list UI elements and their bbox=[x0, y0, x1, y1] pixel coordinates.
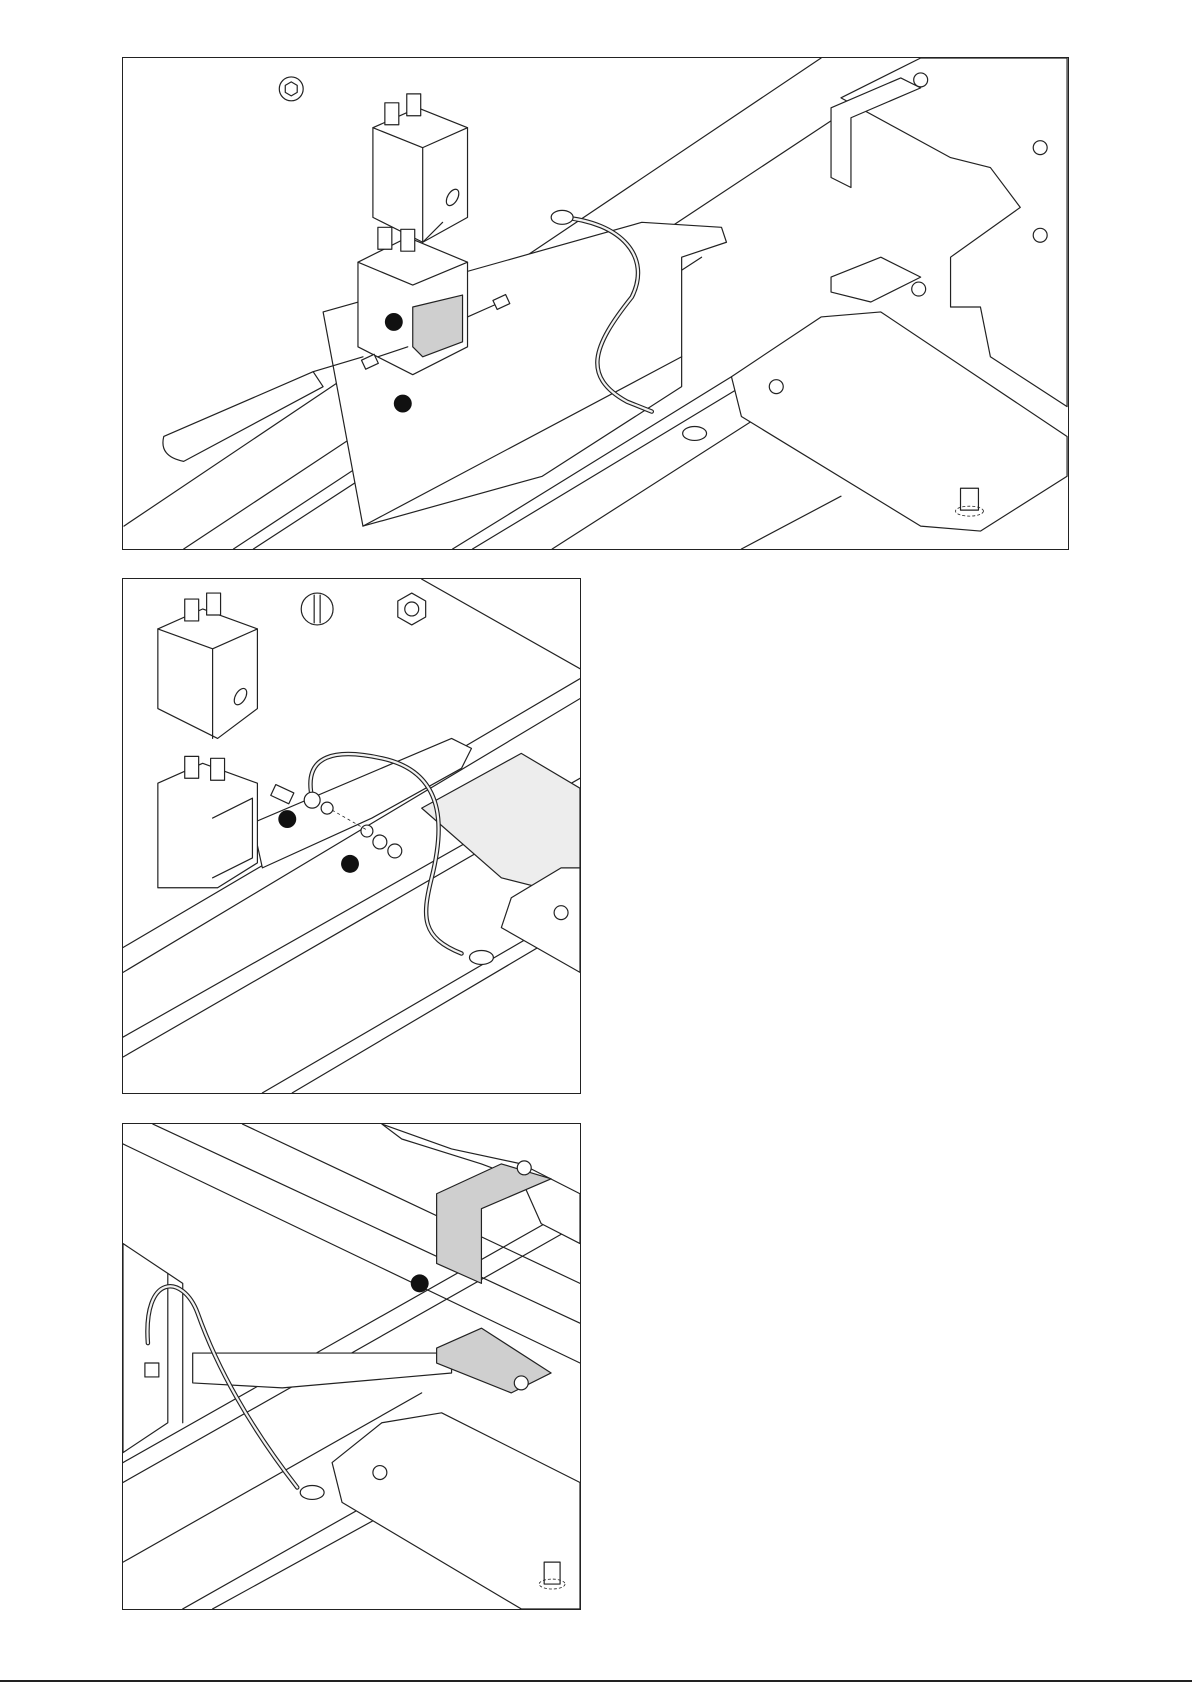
figure-step-1 bbox=[122, 57, 1069, 550]
housing-edge bbox=[168, 1273, 183, 1422]
figure-step-3 bbox=[122, 1123, 581, 1610]
terminal-post bbox=[207, 593, 221, 615]
plate-nut bbox=[373, 1466, 387, 1480]
cable-lug bbox=[300, 1485, 324, 1499]
plate-nut bbox=[554, 906, 568, 920]
frame-edge bbox=[242, 1124, 580, 1283]
step-1-illustration bbox=[123, 58, 1068, 549]
bracket-screw bbox=[514, 1376, 528, 1390]
lower-bracket bbox=[831, 257, 921, 302]
slot-screwdriver-icon bbox=[301, 593, 333, 625]
rail-edge bbox=[741, 496, 841, 549]
connector-block-lower bbox=[158, 763, 258, 887]
terminal-post bbox=[211, 758, 225, 780]
terminal-post bbox=[185, 756, 199, 778]
step-marker bbox=[341, 855, 359, 873]
step-marker bbox=[411, 1274, 429, 1292]
bracket-screw bbox=[517, 1161, 531, 1175]
terminal-post bbox=[407, 94, 421, 116]
bracket-screw bbox=[912, 282, 926, 296]
rail-edge bbox=[123, 1204, 580, 1463]
plate-nut bbox=[769, 380, 783, 394]
bracket-screw bbox=[914, 73, 928, 87]
nut bbox=[388, 844, 402, 858]
page-footer-rule bbox=[0, 1680, 1192, 1682]
lock-washer bbox=[361, 825, 373, 837]
terminal-post bbox=[401, 229, 415, 251]
hex-nut-icon-hole bbox=[405, 602, 419, 616]
figure-step-2 bbox=[122, 578, 581, 1094]
step-marker bbox=[278, 810, 296, 828]
upper-bracket bbox=[437, 1164, 551, 1283]
connector-block-upper bbox=[158, 609, 258, 738]
cable-lug bbox=[469, 950, 493, 964]
ground-bolt bbox=[145, 1363, 159, 1377]
terminal-post bbox=[185, 599, 199, 621]
threaded-stud bbox=[544, 1562, 560, 1584]
terminal-post bbox=[385, 103, 399, 125]
hex-socket-icon-inner bbox=[285, 82, 297, 96]
mounting-plate-lower bbox=[332, 1413, 580, 1609]
terminal-post bbox=[378, 227, 392, 249]
lower-bracket bbox=[437, 1328, 551, 1393]
connector-housing bbox=[123, 1244, 168, 1453]
step-marker bbox=[385, 313, 403, 331]
cable-lug bbox=[304, 792, 320, 808]
step-3-illustration bbox=[123, 1124, 580, 1609]
frame-edge bbox=[153, 1124, 580, 1323]
plate-nut bbox=[1033, 141, 1047, 155]
frame-edge bbox=[422, 579, 580, 669]
cable-lug bbox=[683, 426, 707, 440]
crossbar bbox=[193, 1353, 452, 1388]
cable-lug bbox=[551, 210, 573, 224]
bolt bbox=[271, 785, 294, 804]
connector-block-upper bbox=[373, 108, 468, 242]
screwdriver-handle bbox=[163, 372, 323, 462]
plate-nut bbox=[1033, 228, 1047, 242]
washer bbox=[321, 802, 333, 814]
nut bbox=[373, 835, 387, 849]
mounting-plate bbox=[501, 868, 580, 973]
step-2-illustration bbox=[123, 579, 580, 1093]
step-marker bbox=[394, 395, 412, 413]
